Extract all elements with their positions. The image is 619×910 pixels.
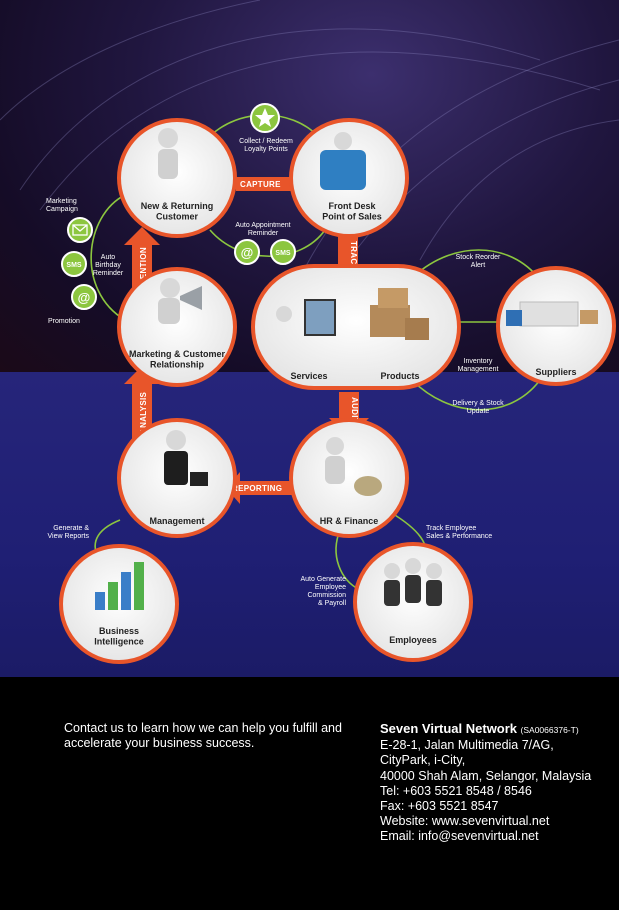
reporting-arrow bbox=[226, 472, 296, 504]
telephone: Tel: +603 5521 8548 / 8546 bbox=[380, 783, 532, 798]
email-link[interactable]: Email: info@sevenvirtual.net bbox=[380, 829, 539, 844]
retention-label: RETENTION bbox=[139, 247, 148, 296]
analysis-arrow bbox=[124, 366, 160, 440]
reporting-label: REPORTING bbox=[232, 484, 282, 493]
analysis-label: ANALYSIS bbox=[139, 392, 148, 434]
company-name-line: Seven Virtual Network (SA0066376-T) bbox=[380, 721, 616, 738]
sms-icon: SMS bbox=[61, 251, 87, 277]
node-products: Products bbox=[370, 288, 429, 381]
address-line-1: E-28-1, Jalan Multimedia 7/AG, bbox=[380, 738, 554, 753]
node-suppliers: Suppliers bbox=[496, 266, 616, 386]
promotion-annotation: Promotion bbox=[48, 318, 80, 325]
delivery-connector bbox=[409, 377, 541, 411]
node-products-label: Products bbox=[380, 371, 419, 381]
node-hr-finance: HR & Finance bbox=[289, 418, 409, 538]
marketing-connector bbox=[90, 194, 126, 321]
footer-background bbox=[0, 677, 619, 910]
company-name: Seven Virtual Network bbox=[380, 721, 518, 736]
node-employees-label: Employees bbox=[389, 635, 437, 645]
address-line-3: 40000 Shah Alam, Selangor, Malaysia bbox=[380, 768, 592, 783]
node-hr-finance-label: HR & Finance bbox=[320, 516, 379, 526]
company-registration: (SA0066376-T) bbox=[520, 725, 579, 735]
star-icon bbox=[250, 103, 280, 133]
node-employees: Employees bbox=[353, 542, 473, 662]
mail-icon bbox=[67, 217, 93, 243]
company-info: Seven Virtual Network (SA0066376-T) E-28… bbox=[380, 721, 616, 845]
node-management-label: Management bbox=[149, 516, 204, 526]
generate-reports-annotation: Generate &View Reports bbox=[47, 525, 89, 540]
sms-icon: SMS bbox=[270, 239, 296, 265]
address-line-2: CityPark, i-City, bbox=[380, 753, 466, 768]
track-label: TRACK bbox=[349, 241, 358, 271]
sms-glyph: SMS bbox=[275, 250, 291, 257]
stock-connector bbox=[409, 249, 541, 281]
node-suppliers-label: Suppliers bbox=[535, 367, 576, 377]
node-services: Services bbox=[276, 299, 336, 381]
business-flow-diagram: CAPTURE TRACK AUDIT REPORTING ANALYSIS R… bbox=[46, 103, 616, 664]
node-services-label: Services bbox=[290, 371, 327, 381]
node-management: Management bbox=[117, 418, 237, 538]
at-icon: @ bbox=[71, 284, 97, 310]
website-link[interactable]: Website: www.sevenvirtual.net bbox=[380, 814, 550, 829]
fax: Fax: +603 5521 8547 bbox=[380, 799, 499, 814]
appointment-connector bbox=[209, 229, 326, 257]
sms-glyph: SMS bbox=[66, 262, 82, 269]
audit-label: AUDIT bbox=[350, 397, 359, 423]
at-glyph: @ bbox=[78, 290, 91, 305]
contact-message: Contact us to learn how we can help you … bbox=[64, 721, 342, 750]
at-icon: @ bbox=[234, 239, 260, 265]
at-glyph: @ bbox=[241, 245, 254, 260]
capture-label: CAPTURE bbox=[240, 180, 281, 189]
